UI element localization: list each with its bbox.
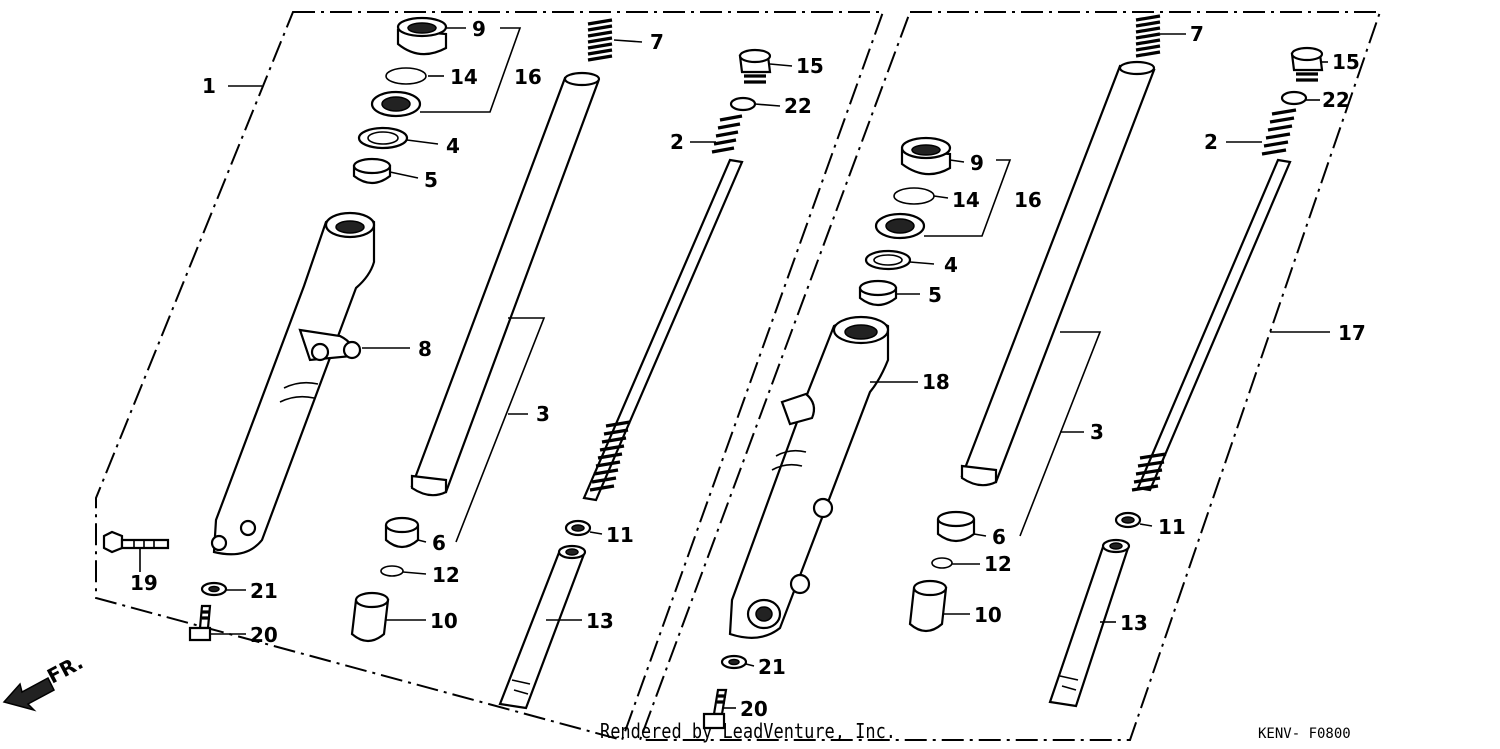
- fork-slider-part: [210, 211, 376, 556]
- fork-spring-top-part: [587, 18, 613, 62]
- piston-ring-part: [564, 519, 592, 537]
- damper-rod-part: [1131, 108, 1297, 492]
- fork-bolt-part: [1290, 46, 1324, 82]
- callout-2: 2: [670, 130, 684, 154]
- socket-bolt-part: [102, 530, 170, 554]
- callout-7: 7: [650, 30, 664, 54]
- diagram-code: KENV- F0800: [1258, 726, 1351, 742]
- front-direction-arrow-icon: [2, 676, 55, 712]
- callout-20: 20: [250, 623, 278, 647]
- callout-10: 10: [430, 609, 458, 633]
- callout-15: 15: [796, 54, 824, 78]
- callout-2: 2: [1204, 130, 1218, 154]
- callout-8: 8: [418, 337, 432, 361]
- callout-9: 9: [472, 17, 486, 41]
- callout-11: 11: [606, 523, 634, 547]
- sealing-washer-part: [720, 654, 748, 670]
- callout-22: 22: [784, 94, 812, 118]
- stopper-ring-part: [385, 67, 427, 85]
- callout-4: 4: [944, 253, 958, 277]
- damper-rod-part: [582, 114, 744, 502]
- oil-seal-part: [874, 212, 926, 240]
- callout-3: 3: [536, 402, 550, 426]
- oil-seal-part: [370, 90, 422, 118]
- callout-6: 6: [432, 531, 446, 555]
- callout-14: 14: [450, 65, 478, 89]
- dust-seal-part: [900, 136, 952, 176]
- callout-3: 3: [1090, 420, 1104, 444]
- callout-18: 18: [922, 370, 950, 394]
- fork-pipe-part: [410, 71, 601, 497]
- callout-13: 13: [1120, 611, 1148, 635]
- render-credit: Rendered by LeadVenture, Inc.: [600, 719, 896, 743]
- piston-ring-part: [1114, 511, 1142, 529]
- slider-bushing-part: [384, 516, 420, 549]
- fork-rod-part: [1048, 538, 1131, 708]
- callout-10: 10: [974, 603, 1002, 627]
- oil-lock-piece-part: [350, 591, 390, 643]
- guide-bushing-part: [858, 279, 898, 307]
- callout-21: 21: [250, 579, 278, 603]
- fork-pipe-part: [960, 60, 1156, 487]
- callout-21: 21: [758, 655, 786, 679]
- backup-ring-part: [357, 126, 409, 150]
- sealing-washer-part: [200, 581, 228, 597]
- o-ring-part: [1280, 90, 1308, 106]
- clip-part: [931, 557, 953, 569]
- callout-12: 12: [432, 563, 460, 587]
- right-assembly-outline: [638, 11, 1382, 741]
- callout-12: 12: [984, 552, 1012, 576]
- slider-bushing-part: [936, 510, 976, 543]
- callout-6: 6: [992, 525, 1006, 549]
- dust-seal-part: [396, 16, 448, 56]
- callout-14: 14: [952, 188, 980, 212]
- callout-16: 16: [1014, 188, 1042, 212]
- fork-slider-part: [728, 315, 890, 639]
- callout-1: 1: [202, 74, 216, 98]
- drain-bolt-part: [188, 604, 212, 642]
- callout-15: 15: [1332, 50, 1360, 74]
- callout-16: 16: [514, 65, 542, 89]
- backup-ring-part: [864, 249, 912, 271]
- callout-9: 9: [970, 151, 984, 175]
- callout-11: 11: [1158, 515, 1186, 539]
- drain-bolt-part: [702, 688, 728, 730]
- callout-5: 5: [424, 168, 438, 192]
- callout-19: 19: [130, 571, 158, 595]
- guide-bushing-part: [352, 157, 392, 185]
- callout-17: 17: [1338, 321, 1366, 345]
- stopper-ring-part: [893, 187, 935, 205]
- o-ring-part: [729, 96, 757, 112]
- callout-5: 5: [928, 283, 942, 307]
- callout-13: 13: [586, 609, 614, 633]
- fork-rod-part: [498, 544, 587, 710]
- left-assembly-outline: [95, 11, 885, 742]
- oil-lock-piece-part: [908, 579, 948, 633]
- callout-20: 20: [740, 697, 768, 721]
- fork-bolt-part: [738, 48, 772, 84]
- leader-lines: [139, 27, 1330, 709]
- callout-4: 4: [446, 134, 460, 158]
- fork-spring-top-part: [1135, 14, 1161, 58]
- callout-22: 22: [1322, 88, 1350, 112]
- clip-part: [380, 565, 404, 577]
- callout-7: 7: [1190, 22, 1204, 46]
